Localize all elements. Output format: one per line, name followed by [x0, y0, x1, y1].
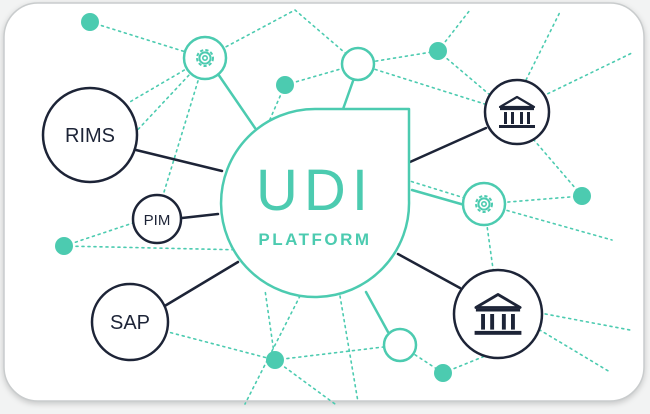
network-dot: [276, 76, 294, 94]
gear-node-top: [182, 35, 228, 81]
sap-label: SAP: [110, 312, 150, 334]
platform-title: UDI: [256, 158, 374, 223]
pim-label: PIM: [144, 212, 171, 229]
teal-dots: [55, 13, 591, 382]
platform-subtitle: PLATFORM: [258, 230, 371, 249]
navy-spokes: [134, 126, 488, 309]
udi-platform-node: UDI PLATFORM: [219, 107, 411, 299]
rims-label: RIMS: [65, 125, 115, 147]
network-dot: [573, 187, 591, 205]
rims-node: RIMS: [41, 86, 139, 184]
gear-node-right: [461, 181, 507, 227]
platform-droplet-shape: [219, 107, 411, 299]
pim-node: PIM: [131, 193, 183, 245]
hollow-node-top: [340, 46, 376, 82]
sap-node: SAP: [90, 282, 170, 362]
bank-node-top: [483, 78, 551, 146]
network-dot: [429, 42, 447, 60]
network-dot: [55, 237, 73, 255]
bank-node-bottom: [452, 268, 544, 360]
network-dot: [266, 351, 284, 369]
network-dot: [434, 364, 452, 382]
teal-spokes: [216, 72, 470, 334]
hollow-node-bottom: [382, 327, 418, 363]
network-dot: [81, 13, 99, 31]
